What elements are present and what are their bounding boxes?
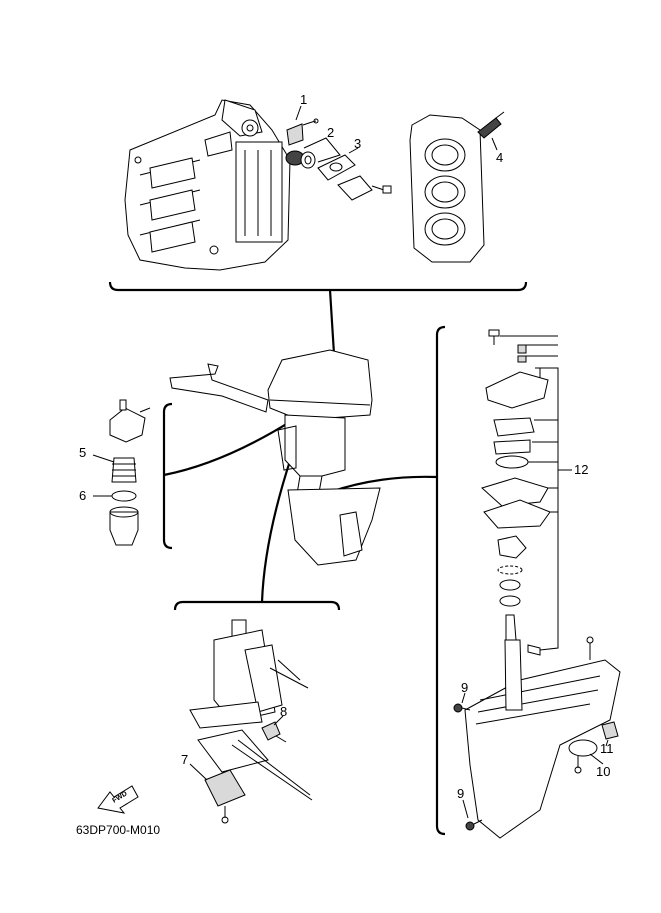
part-5-spring (111, 457, 137, 483)
outboard-motor (169, 349, 381, 566)
water-pump-group (481, 329, 559, 656)
callout-12: 12 (574, 462, 588, 477)
callout-9-upper: 9 (461, 680, 468, 695)
callout-11: 11 (600, 741, 614, 756)
callout-5: 5 (79, 445, 86, 460)
part-6-o-ring (111, 490, 137, 502)
part-4-spark-plug (477, 111, 505, 139)
callout-10: 10 (596, 764, 610, 779)
diagram-code: 63DP700-M010 (76, 823, 160, 837)
fitting (109, 506, 139, 546)
part-1-bracket (286, 118, 319, 146)
steering-bracket-group (189, 619, 313, 801)
fuel-connector-group (109, 399, 151, 443)
lower-unit-gear-case (464, 636, 621, 839)
callout-8: 8 (280, 704, 287, 719)
part-9-screw-lower (465, 819, 483, 831)
group-brackets (108, 281, 528, 836)
fwd-arrow-icon: FWD (97, 785, 139, 814)
part-10-anode (568, 739, 598, 774)
callout-3: 3 (354, 136, 361, 151)
part-3-gasket (317, 154, 392, 201)
callout-1: 1 (300, 92, 307, 107)
callout-4: 4 (496, 150, 503, 165)
callout-9-lower: 9 (457, 786, 464, 801)
part-8-clamp (261, 721, 287, 743)
powerhead-assembly (124, 99, 291, 271)
callout-2: 2 (327, 125, 334, 140)
part-9-screw-upper (453, 703, 471, 713)
part-7-cover (204, 769, 246, 824)
part-11-cap (601, 721, 619, 740)
cylinder-block (409, 114, 485, 263)
part-2-thermostat (285, 150, 316, 169)
callout-6: 6 (79, 488, 86, 503)
callout-7: 7 (181, 752, 188, 767)
